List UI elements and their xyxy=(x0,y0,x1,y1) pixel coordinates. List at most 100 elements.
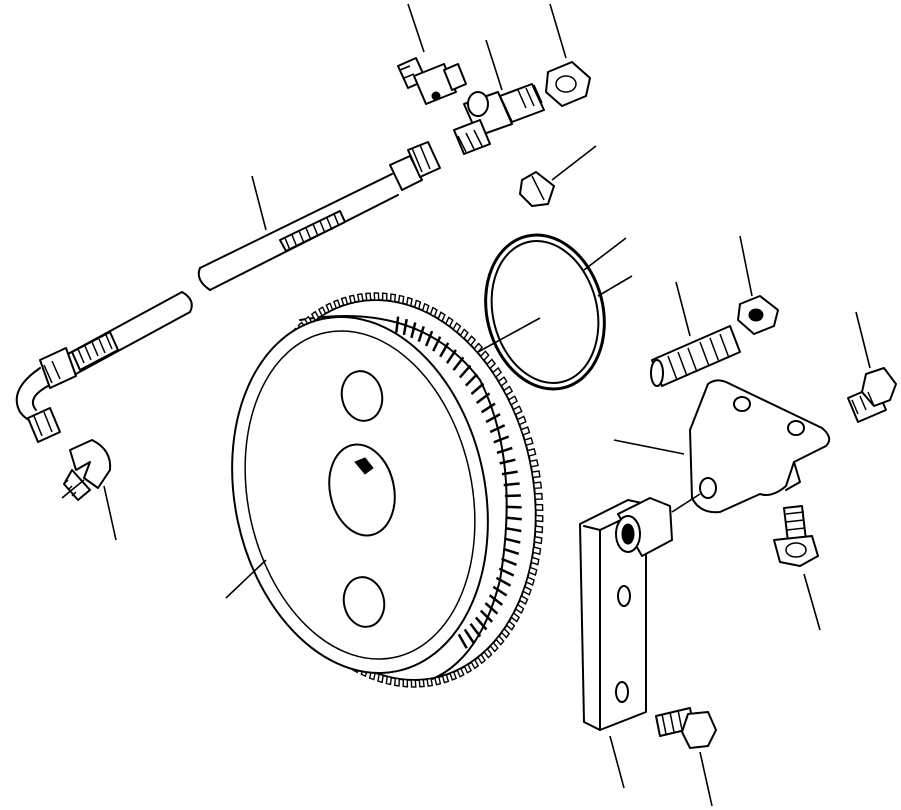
gear-tooth-shade xyxy=(505,516,522,521)
gear-tooth xyxy=(534,503,544,512)
gear-tooth xyxy=(486,358,497,370)
gear-tooth xyxy=(514,603,525,615)
gear-tooth-shade xyxy=(501,557,517,566)
gear-tooth xyxy=(531,470,541,479)
gear-tooth xyxy=(491,366,503,379)
nut-top-right xyxy=(545,61,591,107)
bolt-bracket-top xyxy=(847,367,897,423)
gear-tooth xyxy=(532,546,542,556)
gear-tooth-shade xyxy=(475,392,491,404)
gear-tooth xyxy=(507,395,519,406)
gear-tooth-shade xyxy=(474,616,488,631)
gear-tooth xyxy=(516,415,527,426)
gear-tooth xyxy=(505,620,516,631)
bolt-lever xyxy=(655,707,717,749)
gear-tooth-shade xyxy=(505,526,522,533)
gear-tooth xyxy=(518,594,529,606)
gear-tooth xyxy=(385,675,393,686)
hose-assembly xyxy=(15,141,441,443)
gear-tooth xyxy=(530,556,540,566)
gear-tooth xyxy=(470,658,480,670)
gear-tooth-shade xyxy=(503,482,520,487)
o-ring xyxy=(484,233,606,391)
gear-tooth xyxy=(377,673,384,684)
gear-tooth-shade xyxy=(503,547,520,555)
gear-tooth xyxy=(449,670,457,681)
gear-tooth xyxy=(502,385,514,397)
gear-tooth xyxy=(421,302,430,314)
leader-lines xyxy=(61,3,871,807)
gear-tooth xyxy=(534,514,544,523)
gear-tooth-shade xyxy=(493,435,510,444)
gear-tooth-shade xyxy=(417,326,425,342)
gear-tooth xyxy=(410,679,417,688)
gear-tooth-shade xyxy=(484,602,499,615)
gear-tooth xyxy=(477,653,486,665)
gear-tooth-shade xyxy=(463,628,475,644)
gear-tooth-shade xyxy=(485,413,501,424)
tee-connector xyxy=(453,83,545,155)
gear-tooth xyxy=(381,292,388,302)
gear-tooth-shade xyxy=(470,382,485,396)
gear-tooth xyxy=(393,677,401,687)
gear-tooth xyxy=(340,296,349,307)
gear-tooth xyxy=(495,634,505,646)
gear-tooth xyxy=(479,350,490,362)
gear-tooth xyxy=(413,299,422,310)
gear-tooth-shade xyxy=(504,494,521,498)
gear-tooth xyxy=(525,576,535,586)
stud xyxy=(650,325,741,387)
gear-tooth-shade xyxy=(492,585,508,597)
gear-tooth xyxy=(520,426,531,436)
gear-tooth xyxy=(534,525,544,534)
gear-tooth-shade xyxy=(402,318,408,336)
gear-tooth-shade xyxy=(395,316,400,333)
gear-tooth-shade xyxy=(424,330,434,347)
gear-tooth-shade xyxy=(464,373,478,387)
gear-tooth xyxy=(373,292,380,301)
bolt-bracket-bottom xyxy=(773,505,819,567)
gear-tooth-shade xyxy=(504,537,521,544)
gear-tooth-shade xyxy=(480,402,496,414)
gear-tooth xyxy=(526,447,537,457)
gear-tooth xyxy=(522,585,532,596)
lever-arm xyxy=(579,497,673,731)
gear-tooth xyxy=(533,535,543,545)
gear-tooth xyxy=(325,302,334,313)
gear-tooth xyxy=(532,481,543,490)
gear-tooth xyxy=(444,316,454,328)
plug-small xyxy=(519,171,555,207)
gear-tooth xyxy=(466,335,477,347)
gear-tooth-shade xyxy=(499,458,516,465)
gear-tooth xyxy=(534,492,543,500)
gear-tooth xyxy=(317,306,327,317)
gear-tooth-shade xyxy=(505,505,522,509)
gear-tooth xyxy=(459,328,469,340)
gear-tooth-shade xyxy=(469,622,482,638)
gear-tooth-shade xyxy=(445,349,457,364)
gear-tooth-shade xyxy=(495,576,512,587)
gear-tooth xyxy=(497,376,508,387)
gear-tooth xyxy=(310,310,320,322)
gear-tooth xyxy=(463,663,473,674)
gear-tooth xyxy=(500,627,511,639)
gear-tooth-shade xyxy=(410,322,417,339)
fitting-top-left xyxy=(397,57,467,105)
gear-tooth xyxy=(389,293,397,303)
gear-tooth xyxy=(426,677,434,687)
gear-tooth xyxy=(437,311,446,323)
gear-tooth-shade xyxy=(496,446,513,454)
gear-tooth xyxy=(528,566,538,576)
gear-tooth xyxy=(473,342,484,354)
gear-tooth xyxy=(365,292,372,302)
gear-tooth xyxy=(402,678,409,688)
gear-tooth xyxy=(452,322,462,334)
gear-tooth xyxy=(406,296,413,307)
gear-tooth xyxy=(418,678,425,688)
gear-tooth-shade xyxy=(479,609,494,623)
flywheel-ring-gear xyxy=(231,292,544,688)
gear-tooth-shade xyxy=(458,364,472,379)
gear-tooth-shade xyxy=(501,470,518,476)
gear-tooth xyxy=(489,641,499,653)
